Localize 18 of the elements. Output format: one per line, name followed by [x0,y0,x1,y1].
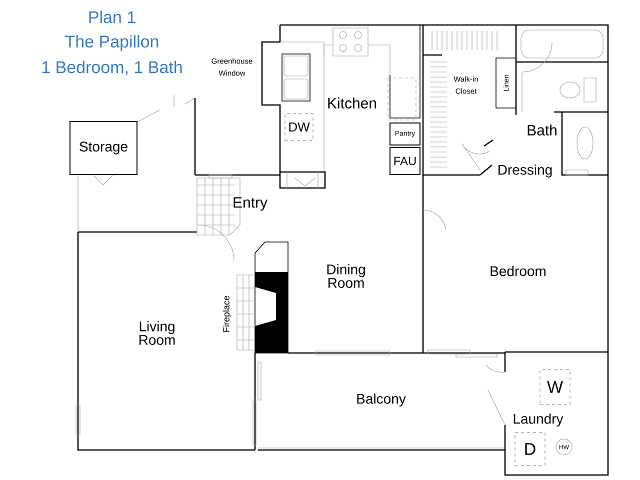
room-label: Dining Room [327,264,365,288]
room-label: Entry [234,197,268,211]
room-label: Living Room [139,321,175,345]
furnace-box: FAU [390,147,420,175]
storage-box: Storage [70,121,138,175]
fixture-label: Fireplace [222,296,232,332]
room-label: Bedroom [490,266,546,276]
room-label: Balcony [357,393,406,407]
dryer-box: D [514,432,546,466]
plan-title: Plan 1 [89,10,136,24]
room-label: Bath [528,124,556,136]
room-label: Dressing [498,164,552,178]
plan-title: 1 Bedroom, 1 Bath [42,60,182,76]
plan-title: The Papillon [65,35,158,51]
dishwasher-box: DW [284,113,314,141]
room-label: Laundry [514,413,564,427]
washer-box: W [540,369,570,405]
room-label: Kitchen [328,98,376,108]
